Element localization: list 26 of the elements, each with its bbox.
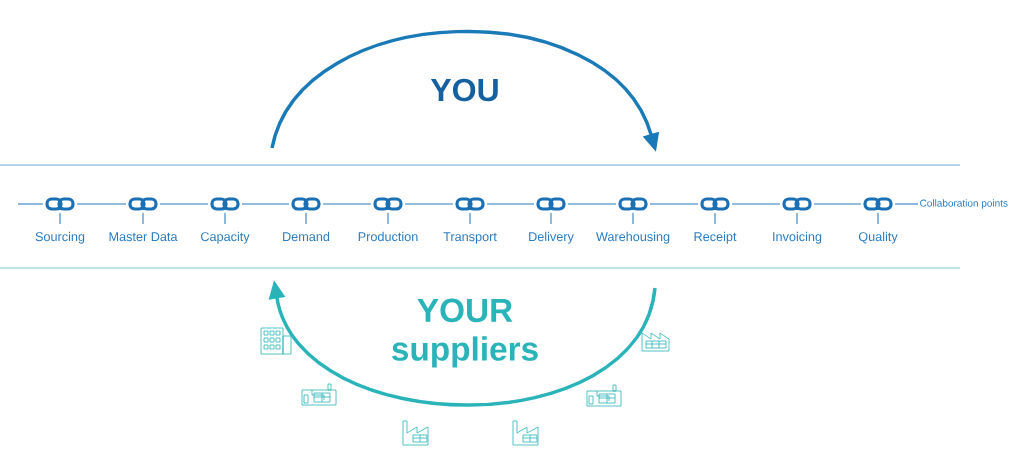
collaboration-point: Sourcing (35, 231, 85, 244)
connector-line (894, 203, 919, 205)
heading-text: YOUR suppliers (392, 298, 538, 368)
connector-line (486, 203, 535, 205)
connector-line (731, 203, 781, 205)
connector-line (241, 203, 290, 205)
connector-line (17, 203, 44, 205)
connector-line (813, 203, 862, 205)
collaboration-point: Production (358, 231, 418, 242)
collaboration-point: Delivery (529, 231, 574, 244)
connector-line (404, 203, 454, 205)
caption-text: Collaboration points (920, 199, 1008, 209)
connector-line (567, 203, 617, 205)
collaboration-point: Master Data (109, 232, 178, 242)
collaboration-point: Invoicing (773, 231, 822, 244)
collaboration-point: Receipt (694, 231, 737, 244)
connector-line (76, 203, 127, 205)
connector-line (649, 203, 699, 205)
connector-line (159, 203, 209, 205)
collaboration-point: Warehousing (596, 231, 670, 244)
collaboration-point: Transport (443, 232, 497, 244)
connector-line (322, 203, 372, 205)
heading-text: YOU (430, 78, 498, 102)
collaboration-point: Capacity (201, 231, 250, 244)
collaboration-point: Quality (858, 231, 898, 244)
collaboration-point: Demand (283, 231, 330, 242)
